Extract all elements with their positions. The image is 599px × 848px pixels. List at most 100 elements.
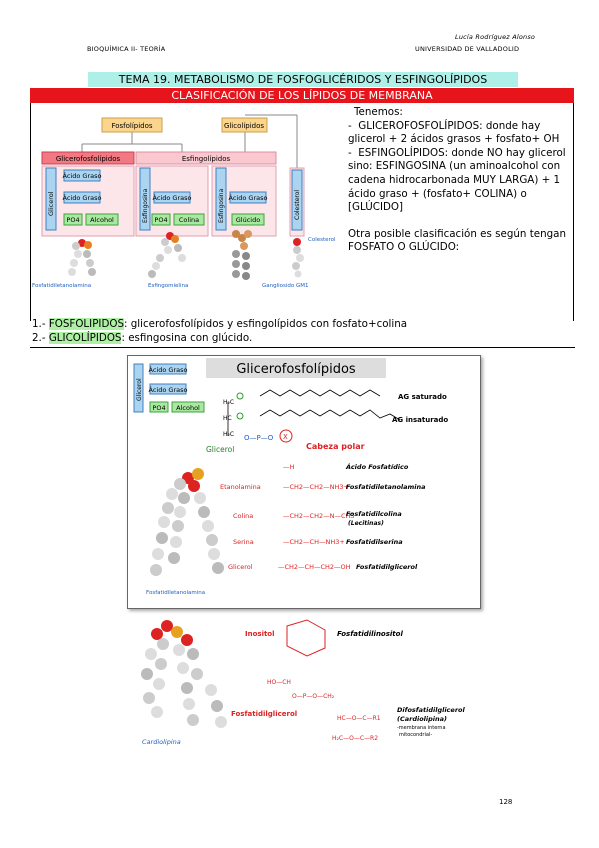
row-name: Fosfatidilglicerol (356, 563, 418, 571)
svg-text:O—P—O: O—P—O (244, 434, 274, 442)
svg-text:HO—CH: HO—CH (267, 679, 291, 686)
classification-line-2: 2.- GLICOLÍPIDOS: esfingosina con glúcid… (32, 332, 252, 345)
diagram-title: Glicerofosfolípidos (236, 362, 356, 377)
colesterol-vertical-label: Colesterol (294, 190, 301, 220)
item-glicerofosfolipidos: - GLICEROFOSFOLÍPIDOS: donde hay glicero… (348, 119, 560, 146)
po4-box: PO4 (154, 216, 167, 224)
acido-graso-box: Ácido Graso (149, 385, 188, 394)
term-esfingolipidos: ESFINGOLÍPIDOS (358, 146, 445, 159)
svg-text:H₂C: H₂C (223, 431, 234, 438)
item1-description: : donde hay glicerol + 2 ácidos grasos +… (348, 119, 560, 146)
item2-description: : donde NO hay glicerol sino: ESFINGOSIN… (348, 146, 566, 214)
author-name: Lucía Rodríguez Alonso (455, 33, 536, 41)
row-name: Fosfatidiletanolamina (346, 483, 426, 491)
row-formula: —CH2—CH—CH2—OH (278, 563, 351, 571)
row-name: Ácido Fosfatídico (345, 462, 409, 471)
membrana-line1: -membrana interna (397, 725, 446, 731)
svg-text:X: X (283, 433, 288, 441)
colina-box: Colina (179, 216, 199, 224)
acido-graso-box: Ácido Graso (63, 193, 102, 202)
term-fosfolipidos: FOSFOLIPIDOS (48, 318, 125, 330)
molecule-model-fosfatidiletanolamina (68, 239, 96, 276)
caption-colesterol: Colesterol (308, 237, 336, 243)
molecule-model-fosfatidiletanolamina-large (150, 468, 224, 576)
membrana-line2: mitocondrial- (399, 732, 432, 738)
right-explanation: Tenemos: - GLICEROFOSFOLÍPIDOS: donde ha… (348, 106, 570, 255)
svg-text:H₂C: H₂C (223, 399, 234, 406)
line1-rest: : glicerofosfolípidos y esfingolípidos c… (124, 318, 408, 330)
cardiolipina-caption: Cardiolipina (142, 738, 181, 746)
difosfatidilglicerol-label: Difosfatidilglicerol (397, 706, 465, 714)
ag-insaturado-label: AG insaturado (392, 416, 448, 424)
svg-text:HC—O—C—R1: HC—O—C—R1 (337, 715, 381, 722)
fatty-acid-chains (227, 389, 401, 436)
caption-gangliosido: Gangliosido GM1 (262, 283, 309, 289)
fosfolipidos-label: Fosfolípidos (111, 122, 152, 130)
svg-text:HC: HC (223, 415, 232, 422)
po4-box: PO4 (152, 404, 165, 412)
molecule-model-gangliosido (232, 230, 252, 280)
glicerofosfolipidos-diagram: Glicerofosfolípidos Glicerol Ácido Graso… (127, 355, 481, 609)
glicolipidos-label: Glicolípidos (224, 122, 264, 130)
row-formula: —CH2—CH—NH3+ (283, 538, 345, 546)
line1-prefix: 1.- (32, 318, 49, 330)
acido-graso-box: Ácido Graso (149, 365, 188, 374)
term-glicolipidos: GLICOLÍPIDOS (48, 332, 122, 344)
caption-fosfatidiletanolamina: Fosfatidiletanolamina (32, 283, 92, 289)
fosfatidilinositol-label: Fosfatidilinositol (337, 630, 403, 638)
row-left: Etanolamina (220, 483, 261, 491)
ag-saturado-label: AG saturado (398, 393, 447, 401)
glicerol-vertical-label: Glicerol (136, 378, 143, 401)
model-caption: Fosfatidiletanolamina (146, 590, 205, 596)
svg-text:O—P—O—CH₂: O—P—O—CH₂ (292, 693, 335, 700)
row-name: Fosfatidilcolina (346, 510, 402, 518)
cabeza-polar-label: Cabeza polar (306, 442, 365, 451)
lecitinas-label: (Lecitinas) (348, 520, 384, 527)
inositol-label: Inositol (245, 630, 275, 638)
tema-title: TEMA 19. METABOLISMO DE FOSFOGLICÉRIDOS … (88, 72, 518, 87)
glicerofosfolipidos-label: Glicerofosfolípidos (56, 155, 121, 163)
glicerol-label: Glicerol (206, 445, 234, 454)
esfingosina-vertical-label: Esfingosina (142, 188, 149, 223)
row-formula: —CH2—CH2—NH3+ (283, 483, 349, 491)
esfingolipidos-label: Esfingolípidos (182, 155, 231, 163)
row-formula: —CH2—CH2—N—CH3 (283, 512, 355, 520)
row-left: Colina (233, 512, 253, 520)
row-left: Glicerol (228, 563, 253, 571)
intro-text: Tenemos: (354, 106, 403, 118)
page-number: 128 (499, 798, 513, 806)
row-formula: —H (283, 463, 295, 471)
inositol-ring (286, 619, 326, 657)
acido-graso-box: Ácido Graso (229, 193, 268, 202)
svg-text:H₂C—O—C—R2: H₂C—O—C—R2 (332, 735, 378, 742)
cardiolipina-diagram: Cardiolipina Inositol Fosfatidilinositol… (141, 619, 465, 746)
separator-line (30, 347, 575, 348)
acido-graso-box: Ácido Graso (63, 171, 102, 180)
university-label: UNIVERSIDAD DE VALLADOLID (415, 45, 520, 53)
po4-box: PO4 (66, 216, 79, 224)
glucido-box: Glúcido (236, 216, 260, 224)
classification-line-1: 1.- FOSFOLIPIDOS: glicerofosfolípidos y … (32, 318, 407, 331)
caption-esfingomielina: Esfingomielina (148, 283, 189, 289)
subject-label: BIOQUÍMICA II- TEORÍA (87, 45, 166, 53)
acido-graso-box: Ácido Graso (153, 193, 192, 202)
molecule-model-cardiolipina (141, 620, 227, 728)
section-title: CLASIFICACIÓN DE LOS LÍPIDOS DE MEMBRANA (30, 88, 574, 103)
molecule-model-esfingomielina (148, 232, 186, 278)
fosfatidilglicerol-label: Fosfatidilglicerol (231, 710, 297, 718)
line2-rest: : esfingosina con glúcido. (121, 332, 253, 344)
molecule-model-colesterol (292, 238, 304, 278)
item-esfingolipidos: - ESFINGOLÍPIDOS: donde NO hay glicerol … (348, 146, 566, 214)
closing-text: Otra posible clasificación es según teng… (348, 227, 566, 254)
line2-prefix: 2.- (32, 332, 49, 344)
alcohol-box: Alcohol (176, 404, 200, 412)
glicerol-vertical-label: Glicerol (47, 191, 55, 216)
row-left: Serina (233, 538, 254, 546)
row-name: Fosfatidilserina (346, 538, 403, 546)
top-frame (30, 103, 574, 321)
term-glicerofosfolipidos: GLICEROFOSFOLÍPIDOS (358, 119, 480, 132)
lipid-classification-diagram: Fosfolípidos Glicolípidos Glicerofosfolí… (41, 114, 336, 280)
esfingosina-vertical-label: Esfingosina (218, 188, 225, 223)
cardiolipina-paren-label: (Cardiolipina) (397, 715, 447, 723)
alcohol-box: Alcohol (90, 216, 114, 224)
